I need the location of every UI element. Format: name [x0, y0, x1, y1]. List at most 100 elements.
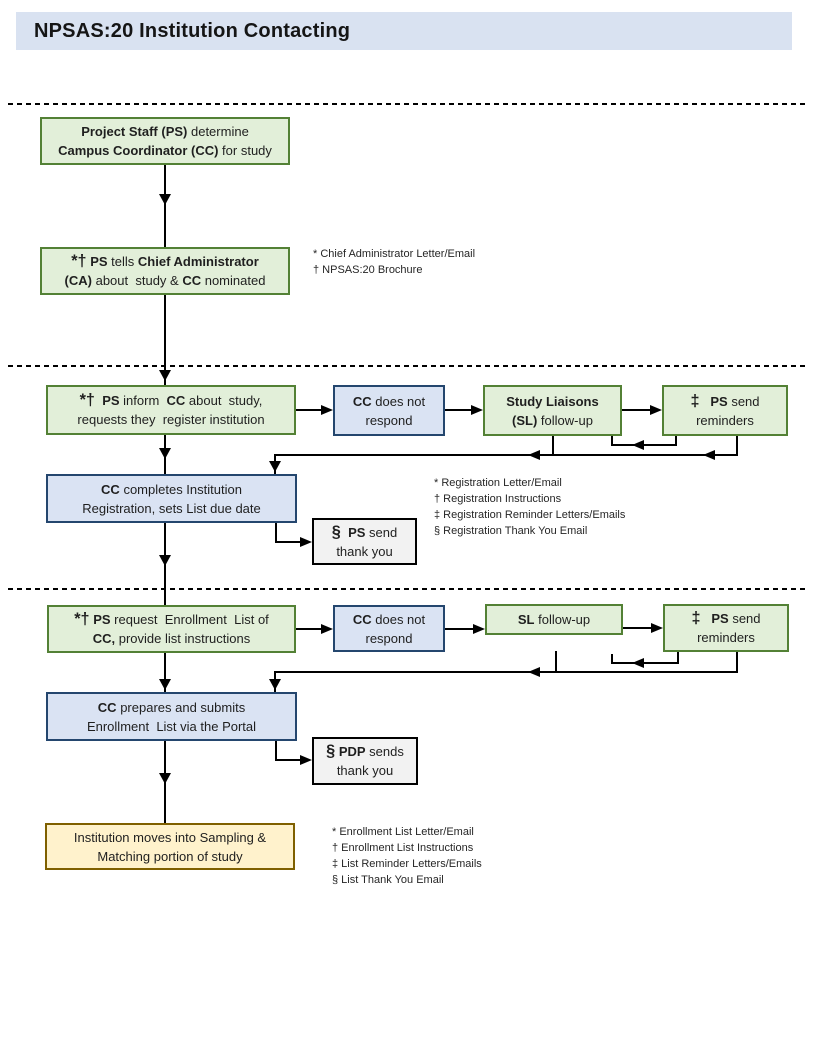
arrowhead-left-icon [528, 450, 540, 460]
connector-line [611, 436, 613, 446]
box-line: SL follow-up [517, 612, 591, 627]
footnote-line: * Enrollment List Letter/Email [332, 826, 474, 838]
flow-box-cc-no-respond-registration: CC does not respond [333, 385, 445, 436]
section-divider [8, 588, 808, 590]
box-line: (SL) follow-up [512, 412, 593, 428]
flow-box-sl-followup: SL follow-up [485, 604, 623, 635]
arrowhead-right-icon [300, 537, 312, 547]
box-line: thank you [336, 763, 394, 778]
box-line: CC prepares and submits [97, 699, 246, 715]
box-line: Institution moves into Sampling & [73, 829, 267, 845]
arrowhead-down-icon [269, 461, 281, 472]
box-line: Campus Coordinator (CC) for study [58, 143, 272, 158]
connector-line [622, 409, 651, 411]
box-line: CC, provide list instructions [92, 631, 251, 646]
arrowhead-down-icon [159, 370, 171, 381]
box-line: reminders [697, 630, 755, 645]
flow-box-ps-send-reminders-list: ‡ PS send reminders [663, 604, 789, 652]
footnote-line: ‡ Registration Reminder Letters/Emails [434, 509, 626, 521]
connector-line [275, 759, 305, 761]
connector-line [275, 741, 277, 761]
flow-box-cc-submits-enrollment-list: CC prepares and submits Enrollment List … [46, 692, 297, 741]
box-line: reminders [696, 412, 754, 428]
connector-line [552, 436, 554, 456]
arrowhead-right-icon [471, 405, 483, 415]
connector-line [611, 654, 613, 664]
flow-box-cc-completes-registration: CC completes Institution Registration, s… [46, 474, 297, 523]
arrowhead-down-icon [159, 555, 171, 566]
box-line: respond [365, 630, 413, 646]
flow-box-sampling-matching: Institution moves into Sampling & Matchi… [45, 823, 295, 870]
box-line: § PDP sends [326, 742, 404, 760]
box-line: respond [365, 412, 413, 428]
box-line: CC completes Institution [101, 481, 242, 497]
connector-line [677, 652, 679, 664]
connector-line [164, 165, 166, 247]
flow-box-ps-determine-cc: Project Staff (PS) determine Campus Coor… [40, 117, 290, 165]
connector-line [445, 628, 473, 630]
box-line: Enrollment List via the Portal [86, 718, 257, 734]
box-line: ‡ PS send [690, 391, 760, 410]
footnotes-registration: * Registration Letter/Email † Registrati… [434, 475, 625, 539]
arrowhead-left-icon [703, 450, 715, 460]
page-title: NPSAS:20 Institution Contacting [34, 19, 351, 42]
box-line: CC does not [352, 393, 426, 409]
box-line: *† PS request Enrollment List of [74, 610, 269, 628]
flow-box-study-liaisons-followup: Study Liaisons (SL) follow-up [483, 385, 622, 436]
arrowhead-right-icon [473, 624, 485, 634]
connector-line [275, 541, 305, 543]
arrowhead-left-icon [632, 440, 644, 450]
arrowhead-down-icon [269, 679, 281, 690]
section-divider [8, 365, 808, 367]
box-line: *† PS tells Chief Administrator [71, 252, 259, 270]
footnote-line: * Chief Administrator Letter/Email [313, 248, 476, 260]
arrowhead-down-icon [159, 773, 171, 784]
box-line: (CA) about study & CC nominated [64, 273, 266, 288]
box-line: Study Liaisons [506, 393, 599, 409]
connector-line [274, 454, 738, 456]
connector-line [445, 409, 472, 411]
connector-line [275, 523, 277, 543]
connector-line [296, 628, 322, 630]
flow-box-ps-request-enrollment-list: *† PS request Enrollment List of CC, pro… [47, 605, 296, 653]
footnote-line: * Registration Letter/Email [434, 477, 562, 489]
connector-line [736, 436, 738, 456]
section-divider [8, 103, 808, 105]
flow-box-cc-no-respond-list: CC does not respond [333, 605, 445, 652]
box-line: Project Staff (PS) determine [81, 124, 249, 139]
connector-line [611, 662, 679, 664]
flow-box-ps-thank-you: § PS send thank you [312, 518, 417, 565]
title-bar: NPSAS:20 Institution Contacting [16, 12, 792, 50]
arrowhead-left-icon [528, 667, 540, 677]
footnote-line: § Registration Thank You Email [434, 525, 588, 537]
connector-line [675, 436, 677, 446]
connector-line [611, 444, 677, 446]
arrowhead-down-icon [159, 194, 171, 205]
box-line: § PS send [331, 522, 398, 541]
connector-line [164, 295, 166, 385]
connector-line [274, 671, 738, 673]
box-line: requests they register institution [77, 412, 265, 427]
footnote-line: † Registration Instructions [434, 493, 562, 505]
flow-box-ps-tells-ca: *† PS tells Chief Administrator (CA) abo… [40, 247, 290, 295]
arrowhead-right-icon [321, 624, 333, 634]
footnotes-enrollment: * Enrollment List Letter/Email † Enrollm… [332, 824, 482, 888]
footnote-line: § List Thank You Email [332, 874, 444, 886]
arrowhead-right-icon [651, 623, 663, 633]
arrowhead-left-icon [632, 658, 644, 668]
box-line: Registration, sets List due date [82, 500, 261, 516]
connector-line [555, 651, 557, 672]
box-line: Matching portion of study [97, 848, 243, 864]
arrowhead-right-icon [321, 405, 333, 415]
footnote-line: † NPSAS:20 Brochure [313, 264, 423, 276]
connector-line [164, 653, 166, 692]
box-line: ‡ PS send [691, 609, 761, 627]
arrowhead-right-icon [650, 405, 662, 415]
box-line: *† PS inform CC about study, [79, 391, 263, 409]
arrowhead-right-icon [300, 755, 312, 765]
connector-line [623, 627, 651, 629]
flow-box-ps-inform-cc: *† PS inform CC about study, requests th… [46, 385, 296, 435]
connector-line [736, 652, 738, 672]
arrowhead-down-icon [159, 448, 171, 459]
